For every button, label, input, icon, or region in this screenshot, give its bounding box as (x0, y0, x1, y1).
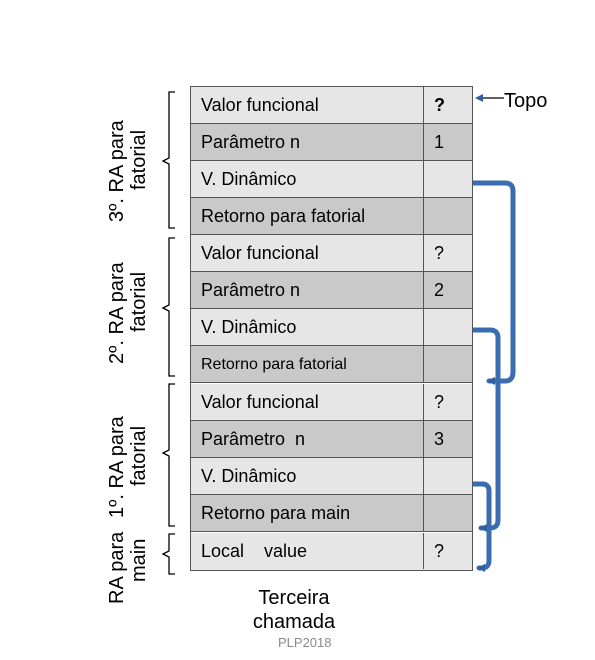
row-label: Parâmetro n (201, 280, 301, 300)
dynamic-link-arrow-1-to-main (470, 481, 492, 572)
stack-row-parametro-n-3: Parâmetro n 1 (191, 124, 472, 161)
row-value-cell: ? (423, 235, 472, 271)
row-value-cell: ? (423, 384, 472, 420)
row-label: Retorno para fatorial (201, 356, 347, 373)
stack-row-retorno-2: Retorno para fatorial (191, 346, 472, 383)
group-label-line: fatorial (128, 271, 150, 332)
caption-line: Terceira (258, 587, 330, 609)
group-label-1st-ra: 1º. RA para fatorial (106, 416, 150, 518)
group-label-line: 2º. RA para (106, 262, 128, 364)
stack-row-retorno-main: Retorno para main (191, 495, 472, 532)
brace-main-ra (161, 533, 175, 575)
group-label-3rd-ra: 3º. RA para fatorial (106, 120, 150, 222)
caption-line: chamada (252, 611, 336, 633)
row-value-cell (423, 198, 472, 234)
footer-text: PLP2018 (278, 635, 332, 650)
stack-row-vinculo-dinamico-1: V. Dinâmico (191, 458, 472, 495)
row-value: ? (434, 541, 445, 561)
caption: Terceira chamada (244, 586, 344, 634)
group-label-line: fatorial (128, 425, 150, 486)
row-value-cell (423, 458, 472, 494)
stack-row-retorno-3: Retorno para fatorial (191, 198, 472, 235)
row-value-cell (423, 495, 472, 531)
row-value-cell: 3 (423, 421, 472, 457)
stack-row-parametro-n-1: Parâmetro n 3 (191, 421, 472, 458)
row-label: Retorno para main (201, 503, 351, 523)
brace-2nd-ra (161, 237, 175, 377)
stack-row-vinculo-dinamico-2: V. Dinâmico (191, 309, 472, 346)
row-value: 2 (434, 280, 445, 300)
stack-row-vinculo-dinamico-3: V. Dinâmico (191, 161, 472, 198)
group-label-line: fatorial (128, 129, 150, 190)
row-label: Parâmetro n (201, 132, 301, 152)
group-label-line: 3º. RA para (106, 120, 128, 222)
group-label-line: main (128, 538, 150, 582)
activation-record-stack: Valor funcional ? Parâmetro n 1 V. Dinâm… (190, 86, 473, 571)
row-value: 1 (434, 132, 445, 152)
row-label: Retorno para fatorial (201, 206, 366, 226)
row-value-cell: ? (423, 533, 472, 569)
row-value-cell (423, 346, 472, 382)
brace-1st-ra (161, 383, 175, 527)
row-label: V. Dinâmico (201, 317, 297, 337)
row-label: Valor funcional (201, 392, 319, 412)
stack-row-local-value: Local value ? (191, 533, 472, 570)
row-value: ? (434, 392, 445, 412)
stack-row-valor-funcional-2: Valor funcional ? (191, 235, 472, 272)
row-label: V. Dinâmico (201, 169, 297, 189)
row-value: 3 (434, 429, 445, 449)
row-value-cell: 1 (423, 124, 472, 160)
row-value: ? (434, 95, 445, 115)
row-label: V. Dinâmico (201, 466, 297, 486)
row-label: Local value (201, 541, 308, 561)
row-label: Valor funcional (201, 95, 319, 115)
group-label-line: 1º. RA para (106, 416, 128, 518)
dynamic-link-arrow-2-to-1 (470, 327, 501, 532)
stack-row-valor-funcional-3: Valor funcional ? (191, 87, 472, 124)
dynamic-link-arrow-3-to-2 (470, 180, 516, 385)
group-label-main-ra: RA para main (106, 532, 150, 604)
group-label-2nd-ra: 2º. RA para fatorial (106, 262, 150, 364)
topo-label: Topo (504, 90, 548, 112)
brace-3rd-ra (161, 91, 175, 229)
row-value-cell (423, 161, 472, 197)
row-value-cell: ? (423, 87, 472, 123)
row-label: Parâmetro n (201, 429, 306, 449)
row-label: Valor funcional (201, 243, 319, 263)
row-value-cell (423, 309, 472, 345)
row-value: ? (434, 243, 445, 263)
group-label-line: RA para (106, 531, 128, 604)
stack-row-valor-funcional-1: Valor funcional ? (191, 384, 472, 421)
stack-row-parametro-n-2: Parâmetro n 2 (191, 272, 472, 309)
row-value-cell: 2 (423, 272, 472, 308)
